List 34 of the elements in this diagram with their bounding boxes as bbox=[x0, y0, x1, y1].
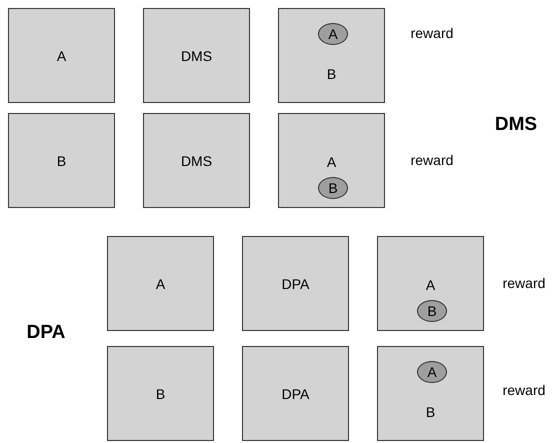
box-label: DMS bbox=[180, 153, 214, 169]
stimulus-box bbox=[377, 346, 484, 441]
stimulus-box bbox=[278, 113, 385, 208]
stimulus-box bbox=[8, 8, 115, 103]
stimulus-box bbox=[143, 113, 250, 208]
outcome-label: reward bbox=[410, 25, 454, 41]
letter-oval: B bbox=[417, 300, 447, 322]
stimulus-box bbox=[242, 346, 349, 441]
stimulus-box bbox=[143, 8, 250, 103]
stimulus-box bbox=[107, 346, 214, 441]
box-label: DPA bbox=[280, 276, 310, 292]
box-label: A bbox=[56, 48, 68, 64]
outcome-label: reward bbox=[502, 275, 546, 291]
letter-oval: A bbox=[417, 361, 447, 383]
letter-oval: B bbox=[318, 177, 348, 199]
letter-oval: A bbox=[318, 23, 348, 45]
box-label: B bbox=[326, 66, 338, 82]
box-label: A bbox=[326, 154, 338, 170]
stimulus-box bbox=[8, 113, 115, 208]
stimulus-box bbox=[107, 236, 214, 331]
task-name: DMS bbox=[494, 114, 538, 136]
box-label: B bbox=[154, 386, 166, 402]
box-label: B bbox=[56, 153, 68, 169]
task-name: DPA bbox=[26, 322, 66, 344]
box-label: DMS bbox=[180, 48, 214, 64]
box-label: DPA bbox=[280, 386, 310, 402]
stimulus-box bbox=[278, 8, 385, 103]
outcome-label: reward bbox=[502, 382, 546, 398]
stimulus-box bbox=[242, 236, 349, 331]
box-label: A bbox=[424, 277, 436, 293]
outcome-label: reward bbox=[410, 152, 454, 168]
stimulus-box bbox=[377, 236, 484, 331]
box-label: A bbox=[154, 276, 166, 292]
box-label: B bbox=[424, 404, 436, 420]
